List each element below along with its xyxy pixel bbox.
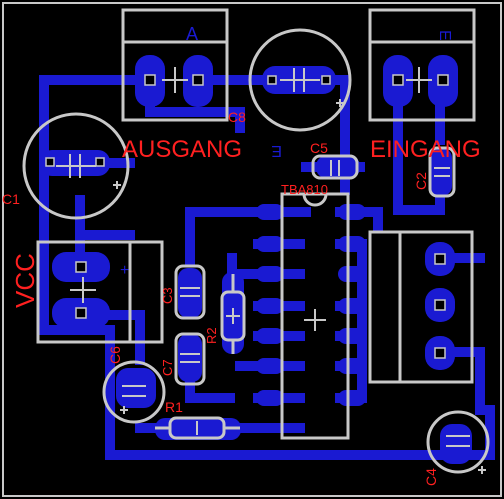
trace-ground-loop	[39, 75, 135, 125]
ic-notch	[302, 193, 328, 207]
label-mirror-e: E	[436, 30, 453, 41]
ic-pad-l4	[256, 298, 284, 314]
ic-pad-r7	[338, 390, 366, 406]
ic-pad-l3	[256, 266, 284, 282]
ic-pad-r6	[338, 358, 366, 374]
label-c7: C7	[160, 359, 175, 376]
ic-pad-r5	[338, 328, 366, 344]
c6-plus-icon	[120, 406, 128, 414]
hole-conn-3	[434, 347, 446, 359]
label-eingang: EINGANG	[370, 136, 481, 163]
label-ic: TBA810	[281, 182, 328, 197]
ic-pad-l6	[256, 358, 284, 374]
hole-c8-a	[267, 75, 277, 85]
eingang-crosshair	[406, 67, 432, 93]
ic-pad-l1	[256, 204, 284, 220]
ic-outline	[280, 192, 350, 440]
c6-outline	[102, 360, 166, 424]
hole-c8-b	[321, 75, 331, 85]
ic-crosshair	[304, 309, 326, 331]
ic-pad-r3	[338, 266, 366, 282]
c2-outline	[428, 146, 456, 198]
label-mirror-a: A	[186, 24, 198, 44]
label-mirror-plus: +	[120, 262, 129, 279]
label-mirror-e2: E	[271, 142, 282, 159]
hole-vcc-2	[75, 307, 87, 319]
trace-c7	[185, 375, 235, 403]
ic-pad-l2	[256, 236, 284, 252]
c8-plus-icon	[336, 99, 344, 107]
c1-plus-icon	[113, 181, 121, 189]
eingang-connector-outline	[368, 8, 476, 122]
label-c4: C4	[423, 468, 439, 486]
c7-outline	[174, 332, 206, 386]
pad-c4	[440, 424, 472, 464]
label-c2: C2	[413, 172, 429, 190]
hole-ausgang-1	[144, 74, 156, 86]
label-c6: C6	[107, 346, 123, 364]
drill-holes	[45, 74, 449, 359]
hole-conn-1	[434, 253, 446, 265]
c1-outline	[22, 112, 130, 220]
component-symbols	[56, 67, 470, 447]
hole-vcc-1	[75, 261, 87, 273]
label-r1: R1	[165, 399, 183, 415]
c4-outline	[426, 410, 490, 474]
hole-conn-2	[434, 299, 446, 311]
c3-outline	[174, 264, 206, 320]
label-r2: R2	[204, 327, 219, 344]
vcc-crosshair	[70, 277, 96, 303]
r2-crosshair	[226, 308, 240, 324]
right-connector-outline	[368, 230, 474, 384]
ic-pad-r2	[338, 236, 366, 252]
label-c8: C8	[228, 109, 246, 125]
hole-eingang-1	[392, 74, 404, 86]
hole-eingang-2	[437, 74, 449, 86]
ic-pad-r1	[338, 204, 366, 220]
label-c5: C5	[310, 140, 328, 156]
c5-outline	[311, 154, 359, 180]
label-c3: C3	[160, 287, 175, 304]
pad-c2	[430, 148, 452, 196]
trace-eingang-left	[393, 75, 445, 215]
ausgang-crosshair	[162, 67, 188, 93]
ausgang-connector-outline	[121, 8, 229, 122]
ic-pad-l7	[256, 390, 284, 406]
label-vcc: VCC	[10, 253, 40, 308]
ic-pad-r4	[338, 298, 366, 314]
pad-c6	[116, 368, 156, 408]
ic-pad-l5	[256, 328, 284, 344]
pad-c7	[178, 334, 202, 382]
hole-c1-b	[95, 157, 105, 167]
pad-c1	[40, 150, 110, 176]
hole-ausgang-2	[192, 74, 204, 86]
label-ausgang: AUSGANG	[122, 136, 242, 163]
polarity-marks	[113, 99, 486, 474]
c8-outline	[248, 28, 352, 132]
c4-plus-icon	[478, 466, 486, 474]
vcc-connector-outline	[36, 240, 164, 344]
trace-left-bottom	[39, 325, 495, 460]
hole-c1-a	[45, 157, 55, 167]
trace-r2	[227, 253, 255, 279]
pad-c3	[178, 268, 202, 318]
label-c1: C1	[2, 191, 20, 207]
